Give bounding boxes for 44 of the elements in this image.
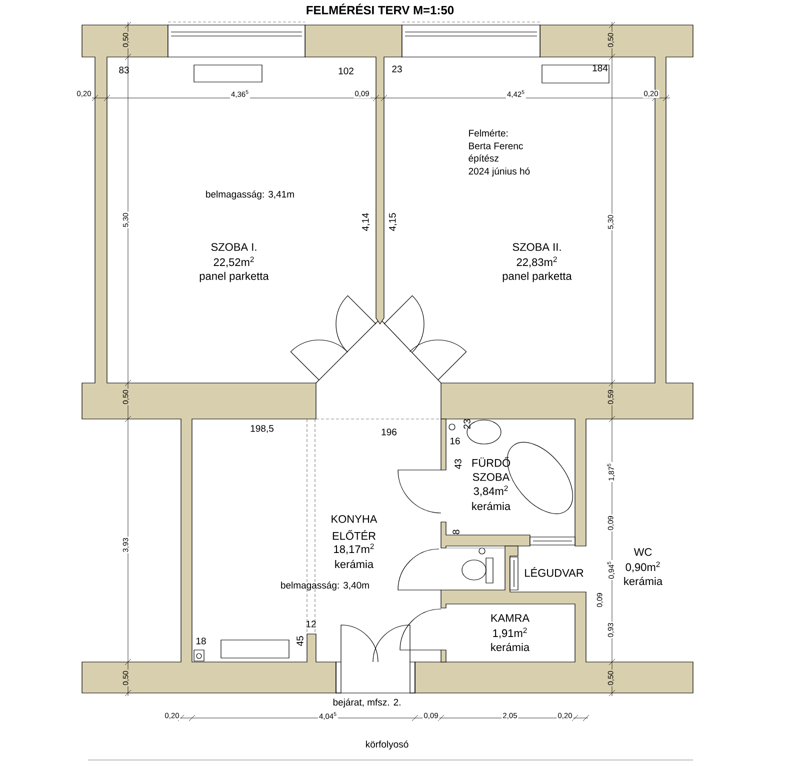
room-label: kerámia — [624, 576, 663, 586]
measurement-number: 43 — [454, 459, 462, 470]
measurement-number: 4,15 — [389, 213, 397, 232]
room-label: 18,17m$^{2}$ — [334, 544, 374, 554]
note-text: bejárat, mfsz. 2. — [333, 698, 400, 708]
measurement-number: 102 — [338, 68, 354, 74]
measurement-number: 16 — [450, 438, 460, 444]
measurement-number: 12 — [306, 620, 316, 628]
room-label: 22,83m$^{2}$ — [516, 256, 557, 268]
measurement-number: 4,14 — [362, 213, 370, 232]
note-text: belmagasság: 3,40m — [281, 582, 369, 590]
measurement-number: 184 — [592, 64, 608, 72]
room-label: 0,90m$^{2}$ — [626, 562, 660, 572]
room-label: kerámia — [335, 560, 374, 568]
room-label: panel parketta — [502, 272, 572, 282]
measurement-number: 45 — [296, 636, 304, 646]
room-label: kerámia — [472, 502, 511, 510]
measurement-number: 8 — [452, 530, 460, 534]
measurement-number: 23 — [392, 66, 402, 72]
measurement-number: 18 — [196, 638, 206, 644]
note-text: 2024 június hó — [468, 168, 530, 176]
measurement-number: 196 — [382, 428, 396, 436]
note-text: Felmérte: — [469, 129, 508, 137]
room-label: KONYHA — [332, 515, 378, 523]
room-label: 22,52m$^{2}$ — [214, 256, 254, 268]
room-label: ELŐTÉR — [332, 530, 376, 540]
measurement-number: 198,5 — [250, 425, 274, 433]
room-label: KAMRA — [491, 614, 530, 622]
note-text: körfolyosó — [366, 740, 408, 750]
title-text: FELMÉRÉSI TERV M=1:50 — [306, 4, 454, 14]
room-label: WC — [634, 548, 652, 556]
measurement-number: 23 — [464, 419, 470, 429]
room-label: panel parketta — [200, 272, 269, 282]
room-label: LÉGUDVAR — [525, 567, 584, 577]
note-text: építész — [468, 154, 498, 164]
room-label: kerámia — [491, 642, 530, 652]
room-label: 3,84m$^{2}$ — [474, 486, 508, 496]
note-text: Berta Ferenc — [469, 142, 523, 150]
room-label: SZOBA I. — [211, 243, 256, 251]
room-label: 1,91m$^{2}$ — [493, 628, 527, 638]
measurement-number: 83 — [119, 66, 129, 74]
room-label: SZOBA — [472, 473, 510, 481]
note-text: belmagasság: 3,41m — [206, 190, 294, 200]
room-label: SZOBA II. — [512, 243, 561, 251]
